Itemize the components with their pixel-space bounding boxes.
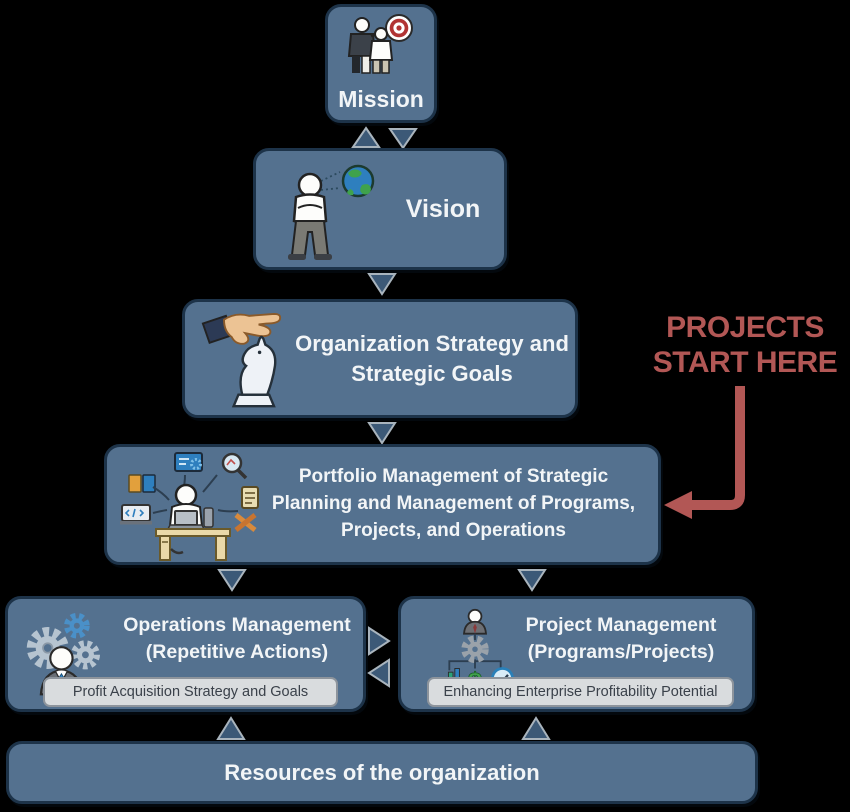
project-title: Project Management (Programs/Projects) — [525, 614, 717, 664]
projects-start-here-label: PROJECTS START HERE — [652, 311, 838, 379]
arrow-down-icon — [367, 422, 397, 445]
node-project: $ Project Management (Programs/Projects)… — [398, 596, 755, 712]
people-target-icon — [342, 7, 420, 84]
node-portfolio: Portfolio Management of Strategic Planni… — [104, 444, 661, 565]
projects-start-here-arrow-icon — [664, 386, 745, 519]
arrow-down-icon — [517, 569, 547, 592]
strategy-label: Organization Strategy and Strategic Goal… — [295, 330, 569, 386]
person-globe-icon — [274, 159, 396, 270]
arrow-down-icon — [388, 128, 418, 150]
operations-title: Operations Management (Repetitive Action… — [123, 614, 351, 664]
node-vision: Vision — [253, 148, 507, 270]
arrow-right-icon — [368, 626, 391, 656]
operations-sublabel: Profit Acquisition Strategy and Goals — [43, 677, 338, 707]
node-resources: Resources of the organization — [6, 741, 758, 804]
node-strategy: Organization Strategy and Strategic Goal… — [182, 299, 578, 418]
arrow-down-icon — [367, 273, 397, 296]
arrow-up-icon — [351, 126, 381, 148]
arrow-left-icon — [367, 658, 390, 688]
arrow-up-icon — [216, 716, 246, 740]
node-mission: Mission — [325, 4, 437, 123]
vision-label: Vision — [405, 194, 481, 223]
mission-label: Mission — [338, 86, 424, 112]
resources-label: Resources of the organization — [224, 759, 540, 785]
arrow-up-icon — [521, 716, 551, 740]
portfolio-label: Portfolio Management of Strategic Planni… — [271, 466, 636, 541]
hand-chess-knight-icon — [199, 312, 299, 417]
person-desk-multitask-icon — [119, 451, 261, 568]
arrow-down-icon — [217, 569, 247, 592]
project-sublabel: Enhancing Enterprise Profitability Poten… — [427, 677, 734, 707]
node-operations: Operations Management (Repetitive Action… — [5, 596, 366, 712]
